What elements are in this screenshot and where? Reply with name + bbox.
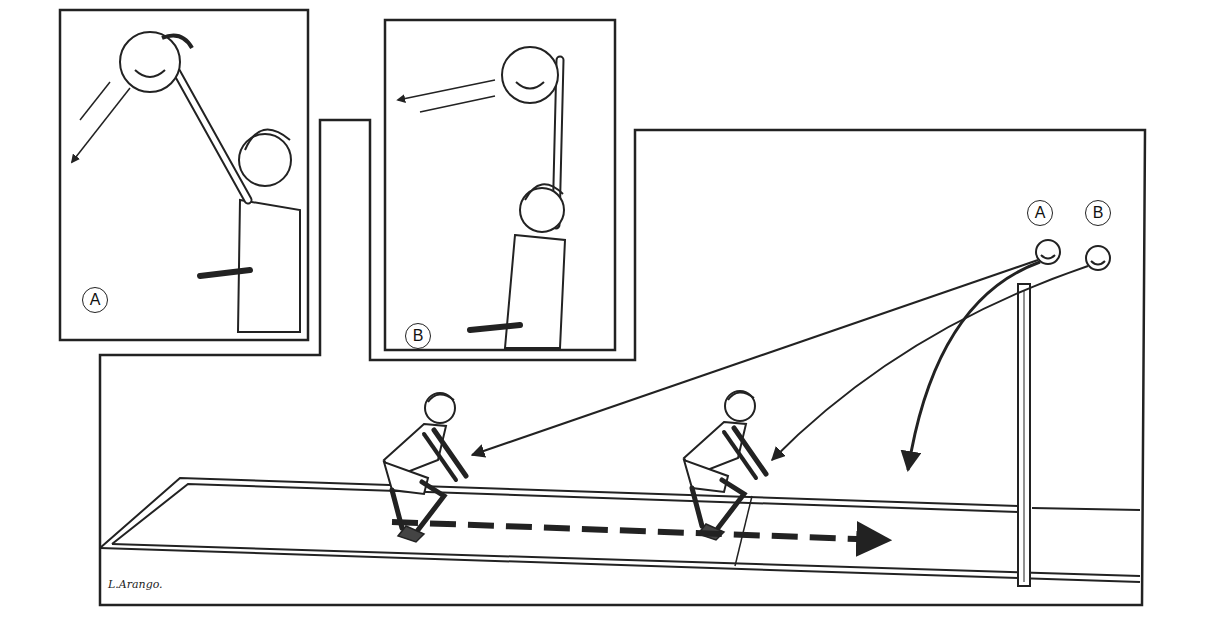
circled-letter: B: [405, 323, 431, 349]
direction-arrow: [72, 82, 130, 162]
ball: [1036, 240, 1110, 270]
trajectory: [472, 260, 1088, 470]
callout-letter: A: [90, 292, 101, 308]
artist-signature: L.Arango.: [108, 578, 163, 591]
scene-frame: [100, 120, 1145, 605]
net-post: [1018, 284, 1030, 586]
circled-letter: A: [1027, 200, 1053, 226]
panel-frame: [385, 20, 615, 350]
server-figure-a: [120, 32, 300, 332]
court: [100, 478, 1140, 582]
movement-arrow: [392, 522, 885, 540]
callout-letter: A: [1035, 205, 1046, 221]
callout-letter: B: [1093, 205, 1104, 221]
receiver-player: [684, 391, 766, 540]
circled-letter: B: [1085, 200, 1111, 226]
callout-letter: B: [413, 328, 424, 344]
direction-arrow: [398, 80, 495, 112]
circled-letter: A: [82, 287, 108, 313]
server-figure-b: [470, 47, 565, 348]
panel-frame: [60, 10, 308, 340]
